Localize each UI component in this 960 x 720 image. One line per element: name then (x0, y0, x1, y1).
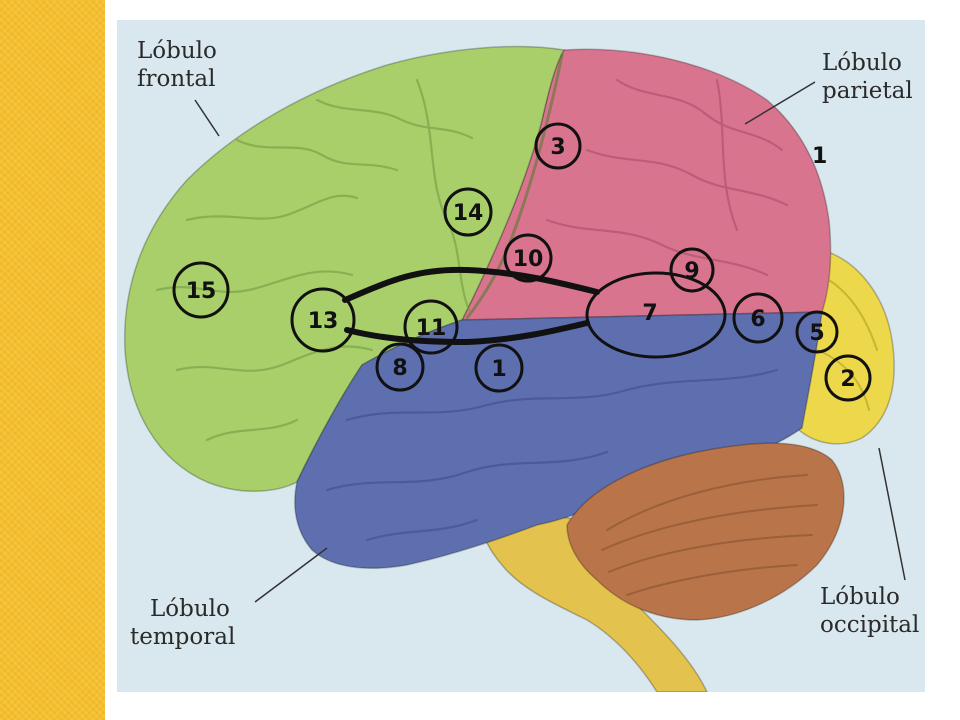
corner-number: 1 (812, 144, 827, 169)
occipital-lobe-label-line1: Lóbulo (820, 584, 900, 610)
marker-1: 1 (474, 343, 524, 393)
temporal-lobe-label-line1: Lóbulo (150, 596, 230, 622)
frontal-lobe-label-line1: Lóbulo (137, 38, 217, 64)
frontal-lobe (123, 45, 566, 492)
side-decor-bar (0, 0, 105, 720)
marker-2-label: 2 (840, 367, 855, 392)
marker-5: 5 (795, 310, 839, 354)
cerebellum (566, 442, 845, 621)
marker-6: 6 (732, 292, 784, 344)
occipital-lobe-label-line2: occipital (820, 612, 919, 638)
marker-11: 11 (403, 299, 459, 355)
marker-8: 8 (375, 342, 425, 392)
frontal-lobe-label-line2: frontal (137, 66, 215, 92)
marker-3-label: 3 (550, 135, 565, 160)
marker-11-label: 11 (416, 316, 447, 341)
marker-8-label: 8 (392, 356, 407, 381)
marker-13-label: 13 (308, 309, 339, 334)
marker-10-label: 10 (513, 247, 544, 272)
marker-1-label: 1 (491, 357, 506, 382)
marker-15-label: 15 (186, 279, 217, 304)
temporal-leader-line (254, 547, 328, 603)
parietal-lobe-label-line1: Lóbulo (822, 50, 902, 76)
connection-lower-path (344, 320, 590, 346)
marker-5-label: 5 (809, 321, 824, 346)
marker-14: 14 (443, 187, 493, 237)
marker-7: 7 (585, 271, 727, 359)
parietal-leader-line (744, 81, 816, 125)
marker-14-label: 14 (453, 201, 484, 226)
marker-15: 15 (172, 261, 230, 319)
parietal-lobe-label-line2: parietal (822, 78, 913, 104)
frontal-leader-line (194, 99, 220, 137)
marker-13: 13 (290, 287, 356, 353)
marker-10: 10 (503, 233, 553, 283)
connection-upper-path (342, 266, 600, 303)
connection-bundle (342, 266, 600, 346)
marker-6-label: 6 (750, 307, 765, 332)
temporal-lobe-label-line2: temporal (130, 624, 235, 650)
label-leader-lines (194, 81, 906, 603)
occipital-leader-line (878, 447, 906, 581)
marker-2: 2 (824, 354, 872, 402)
brain-diagram: Lóbulo frontal Lóbulo parietal Lóbulo te… (123, 38, 919, 692)
marker-7-label: 7 (642, 301, 657, 326)
numbered-markers: 3 14 10 9 15 13 (172, 122, 872, 402)
marker-3: 3 (534, 122, 582, 170)
brain-figure: Lóbulo frontal Lóbulo parietal Lóbulo te… (117, 20, 925, 692)
